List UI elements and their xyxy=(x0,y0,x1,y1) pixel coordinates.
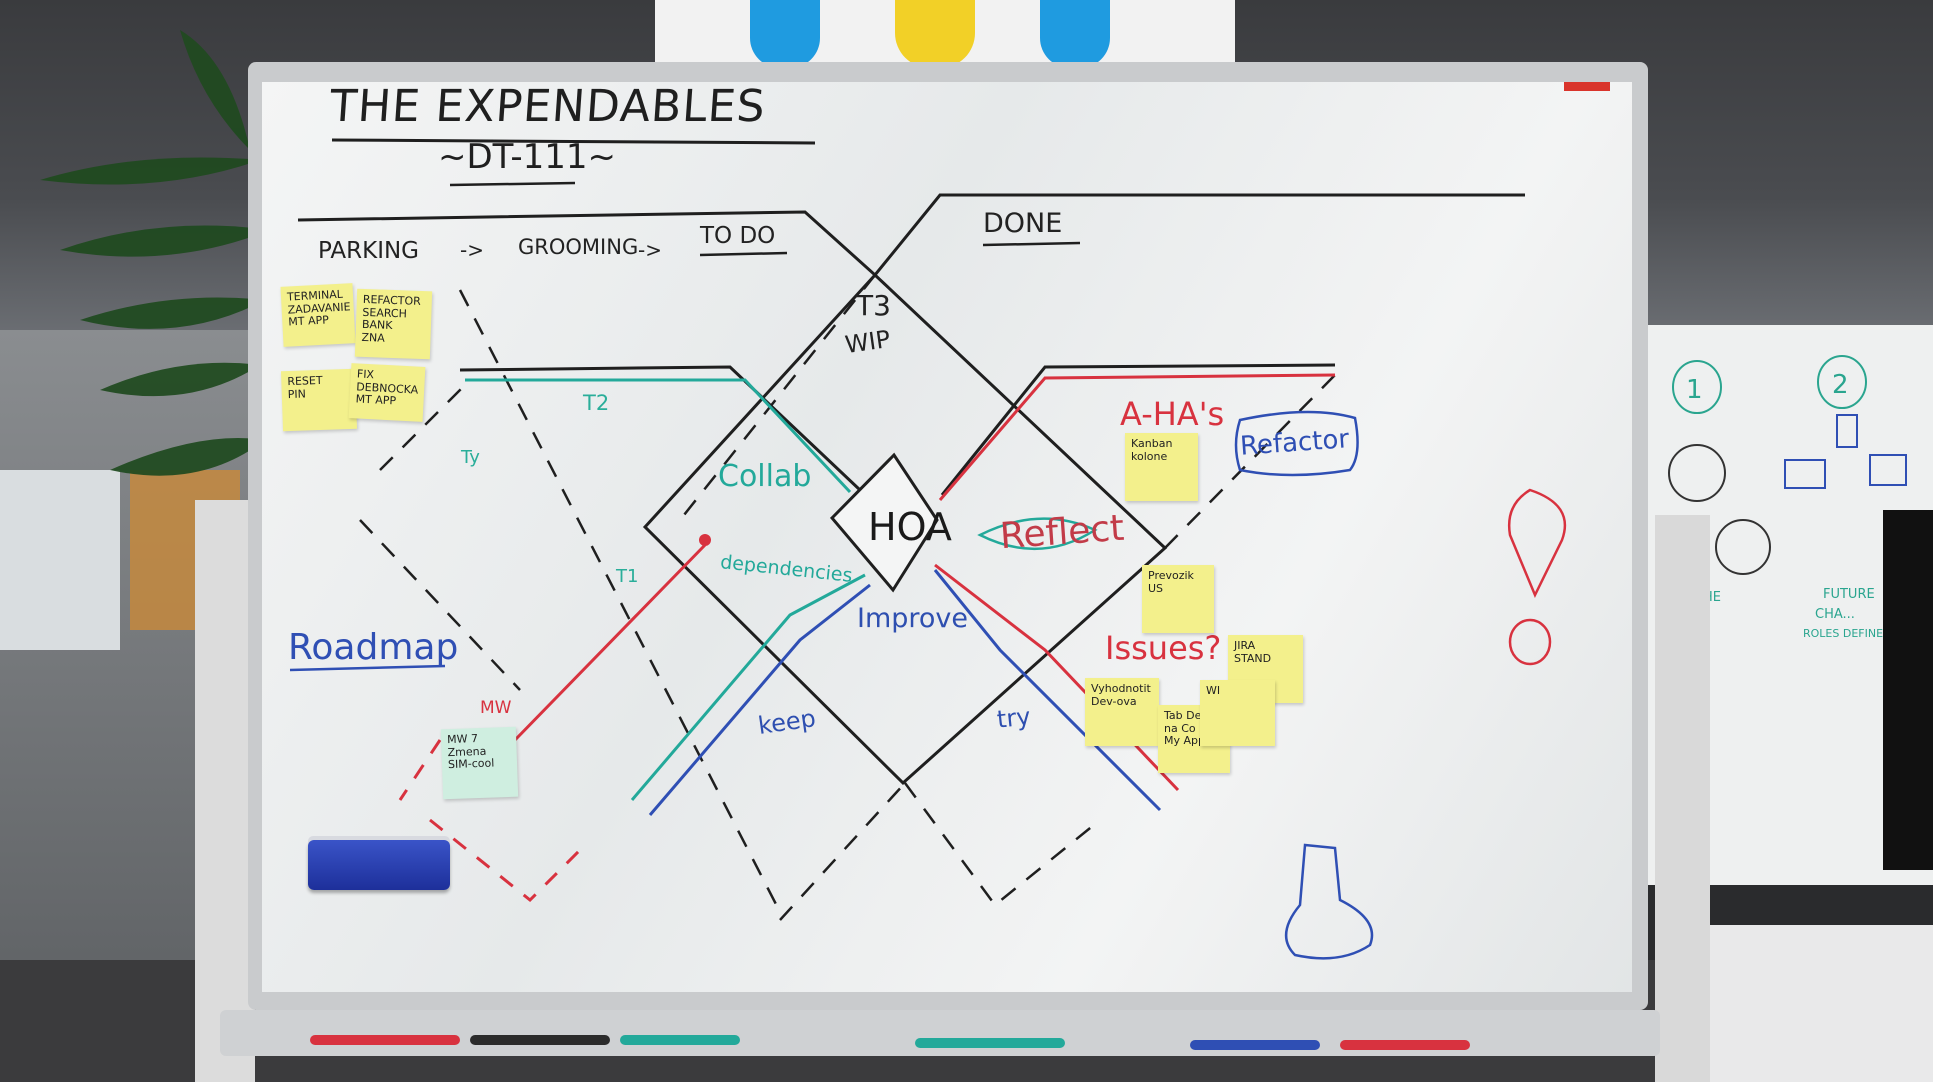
label-collab: Collab xyxy=(718,459,812,494)
label-t3: T3 xyxy=(856,289,891,322)
column-todo: TO DO xyxy=(700,223,776,249)
column-grooming: GROOMING xyxy=(518,235,639,259)
red-marker-2 xyxy=(1340,1040,1470,1050)
monitor xyxy=(1883,510,1933,870)
plant xyxy=(40,30,270,476)
label-ahas: A-HA's xyxy=(1120,395,1225,433)
label-t2: T2 xyxy=(583,391,610,415)
banner-shape-blue xyxy=(750,0,820,68)
sticky-note: REFACTOR SEARCH BANK ZNA xyxy=(354,288,433,360)
label-wip: WIP xyxy=(843,324,893,360)
sticky-note: FIX DEBNOCKA MT APP xyxy=(348,363,426,422)
sticky-note: Vyhodnotit Dev-ova xyxy=(1085,678,1159,746)
whiteboard-brand-label xyxy=(1564,82,1610,91)
label-keep: keep xyxy=(756,704,818,740)
label-hoa: HOA xyxy=(868,505,952,549)
whiteboard-stand-left xyxy=(195,500,255,1082)
black-marker xyxy=(470,1035,610,1045)
column-done: DONE xyxy=(983,208,1063,239)
arrow-grooming-todo: -> xyxy=(638,238,662,262)
background-whiteboard-drawings xyxy=(1668,355,1907,575)
banner-shape-blue-right xyxy=(1040,0,1110,68)
teal-marker xyxy=(620,1035,740,1045)
sticky-note: RESET PIN xyxy=(280,368,358,432)
sticky-note: WI xyxy=(1200,680,1275,746)
blue-marker xyxy=(1190,1040,1320,1050)
sticky-note: TERMINAL ZADAVANIE MT APP xyxy=(280,283,356,347)
background-number-2: 2 xyxy=(1832,370,1849,400)
label-roadmap: Roadmap xyxy=(288,627,459,668)
label-refactor: Refactor xyxy=(1239,424,1350,462)
sticky-note: MW 7 Zmena SIM-cool xyxy=(440,726,519,800)
board-title: THE EXPENDABLES xyxy=(328,81,768,132)
label-ty: Ty xyxy=(461,447,480,468)
label-try: try xyxy=(995,702,1032,734)
green-marker xyxy=(915,1038,1065,1048)
desk xyxy=(1700,925,1933,1082)
column-parking: PARKING xyxy=(318,238,420,264)
background-text-cha: CHA... xyxy=(1815,607,1855,622)
label-issues: Issues? xyxy=(1105,629,1222,667)
red-marker xyxy=(310,1035,460,1045)
arrow-parking-grooming: -> xyxy=(460,238,484,262)
background-text-future: FUTURE xyxy=(1823,587,1875,602)
whiteboard-stand-right xyxy=(1655,515,1710,1082)
banner-shape-yellow xyxy=(895,0,975,68)
board-subtitle: ~DT-111~ xyxy=(438,137,616,177)
whiteboard-eraser xyxy=(308,840,450,890)
label-mw: MW xyxy=(480,698,512,718)
sticky-note: Prevozik US xyxy=(1142,565,1214,633)
label-improve: Improve xyxy=(857,603,969,634)
label-reflect: Reflect xyxy=(998,507,1126,558)
office-window xyxy=(0,470,120,650)
sticky-note: Kanban kolone xyxy=(1125,433,1198,501)
label-t1: T1 xyxy=(616,566,639,587)
background-number-1: 1 xyxy=(1686,375,1703,405)
background-text-roles: ROLES DEFINE xyxy=(1803,627,1884,640)
